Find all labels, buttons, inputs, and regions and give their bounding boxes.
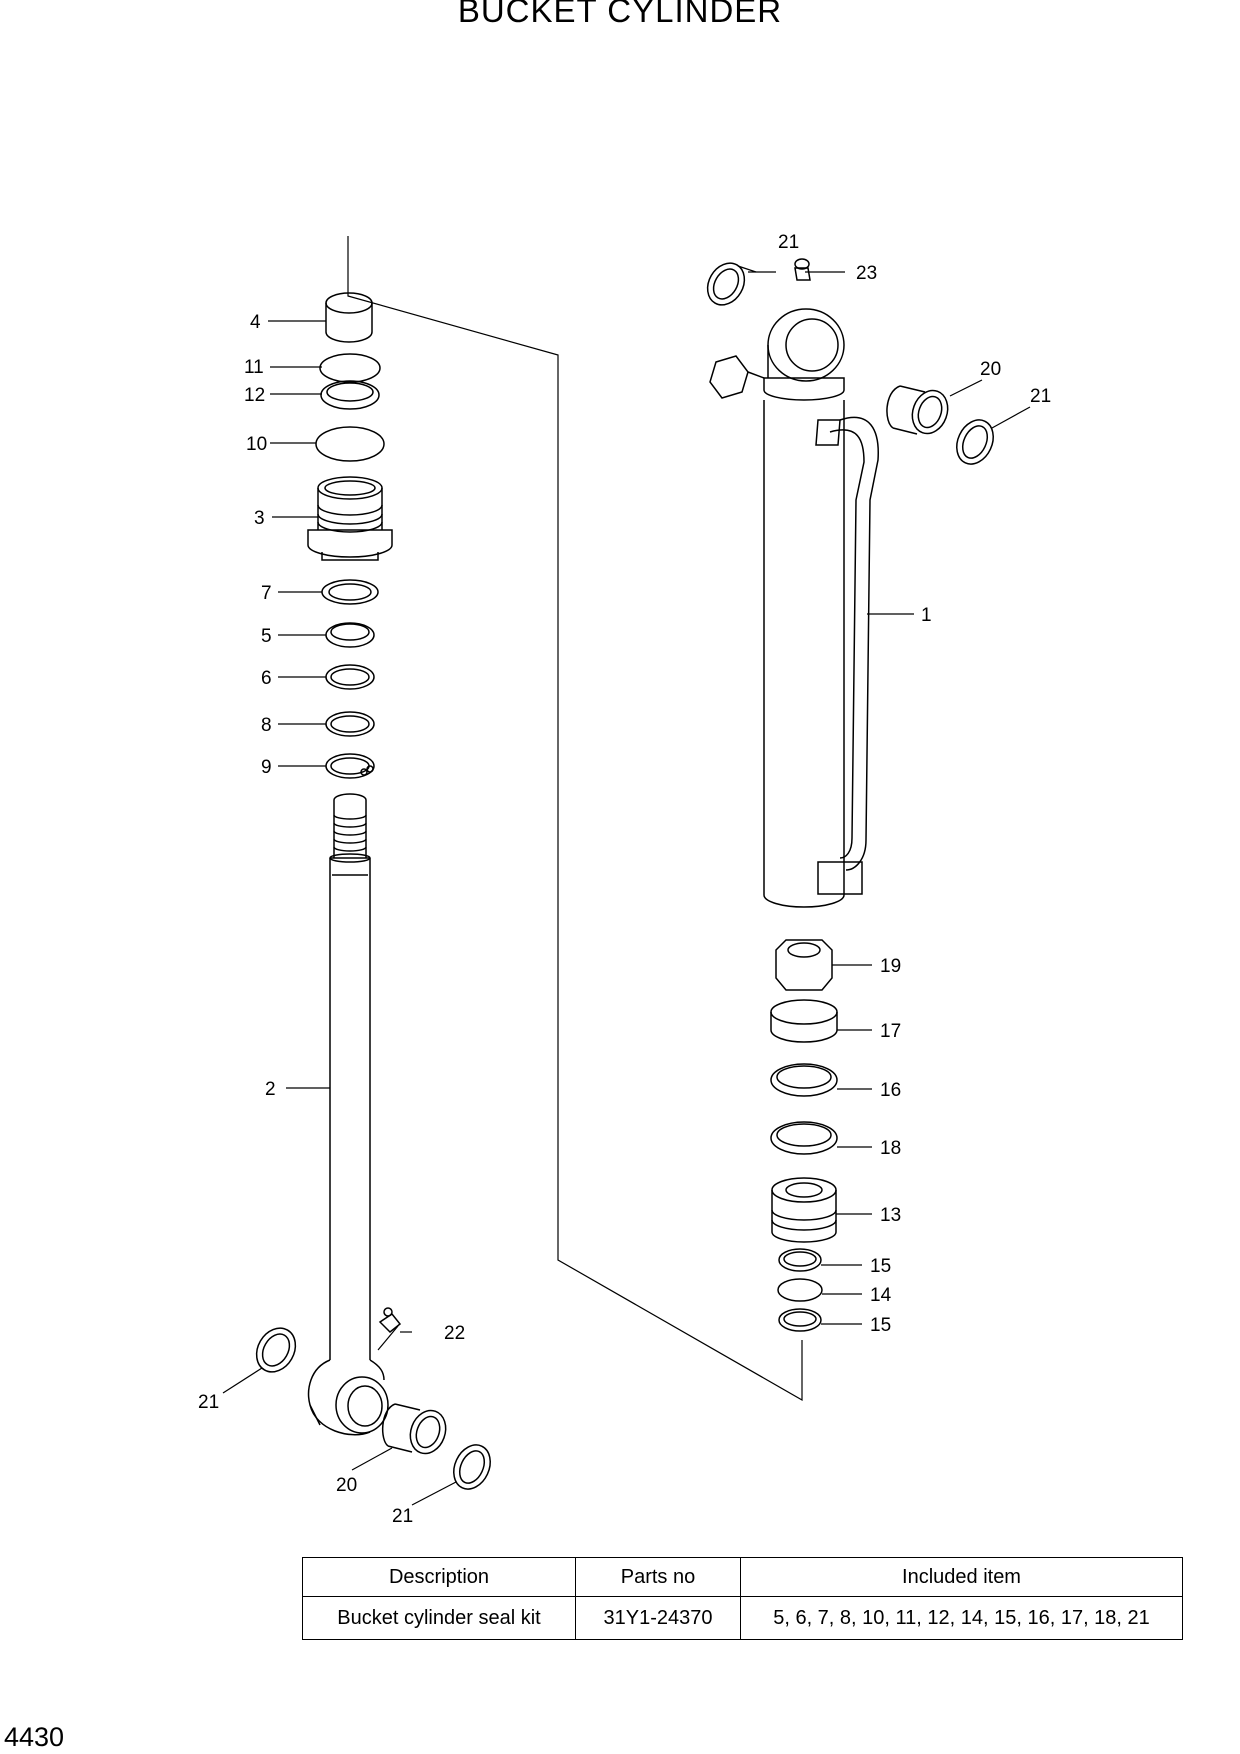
callout-23: 23 <box>856 263 877 284</box>
callout-18: 18 <box>880 1138 901 1159</box>
assembly-bracket <box>347 236 803 1402</box>
callout-numbers: 4 11 12 10 3 7 5 6 8 9 2 22 21 20 21 21 … <box>198 232 1051 1527</box>
callout-21-right-top: 21 <box>778 232 799 253</box>
part-21-dust-seal-left-upper <box>255 1327 297 1373</box>
header-description: Description <box>302 1557 576 1597</box>
part-14-o-ring <box>777 1278 823 1302</box>
callout-11: 11 <box>244 357 264 378</box>
part-21-dust-seal-right <box>956 419 994 465</box>
page-number: 4430 <box>4 1722 65 1752</box>
part-10-o-ring <box>315 426 385 462</box>
part-20-bushing-right <box>886 385 949 435</box>
callout-12: 12 <box>244 385 265 406</box>
part-9-snap-ring <box>325 753 375 779</box>
cell-parts-no: 31Y1-24370 <box>575 1596 741 1640</box>
callout-4: 4 <box>250 312 261 333</box>
callout-21-left-upper: 21 <box>198 1392 219 1413</box>
callout-3: 3 <box>254 508 265 529</box>
callout-16: 16 <box>880 1080 901 1101</box>
part-20-bushing-left <box>381 1403 447 1455</box>
part-22-grease-nipple <box>378 1307 402 1334</box>
seal-kit-table: Description Parts no Included item Bucke… <box>302 1557 1183 1640</box>
part-13-piston <box>771 1177 837 1243</box>
part-23-grease-nipple <box>794 258 811 281</box>
part-19-lock-nut <box>775 939 833 991</box>
header-parts-no: Parts no <box>575 1557 741 1597</box>
callout-9: 9 <box>261 757 272 778</box>
part-21-dust-seal-left-lower <box>453 1444 491 1490</box>
header-included-item: Included item <box>740 1557 1183 1597</box>
part-8-dust-wiper <box>325 711 375 737</box>
part-3-rod-cover <box>307 476 393 561</box>
page-title: BUCKET CYLINDER <box>457 0 783 29</box>
part-16-piston-seal <box>770 1063 838 1097</box>
part-17-wear-ring <box>770 999 838 1043</box>
part-4-bushing <box>325 292 373 343</box>
callout-17: 17 <box>880 1021 901 1042</box>
part-15-backup-ring-lower <box>778 1308 822 1332</box>
table-header-row: Description Parts no Included item <box>302 1557 1183 1597</box>
part-1-tube-assembly <box>709 308 879 908</box>
part-7-seal <box>321 579 379 605</box>
callout-7: 7 <box>261 583 272 604</box>
callout-22: 22 <box>444 1323 465 1344</box>
cell-description: Bucket cylinder seal kit <box>302 1596 576 1640</box>
part-2-piston-rod <box>307 793 389 1436</box>
callout-2: 2 <box>265 1079 276 1100</box>
part-15-backup-ring-upper <box>778 1248 822 1272</box>
callout-6: 6 <box>261 668 272 689</box>
part-5-seal <box>325 622 375 648</box>
part-11-o-ring <box>319 353 381 383</box>
cell-included-item: 5, 6, 7, 8, 10, 11, 12, 14, 15, 16, 17, … <box>740 1596 1183 1640</box>
callout-13: 13 <box>880 1205 901 1226</box>
leader-lines <box>222 265 1031 1506</box>
part-12-backup-ring <box>320 380 380 410</box>
part-18-dust-ring <box>770 1121 838 1155</box>
callout-21-left-lower: 21 <box>392 1506 413 1527</box>
part-21-dust-seal-right-top <box>706 262 746 306</box>
callout-15-upper: 15 <box>870 1256 891 1277</box>
callout-15-lower: 15 <box>870 1315 891 1336</box>
part-6-seal <box>325 664 375 690</box>
callout-20-left: 20 <box>336 1475 357 1496</box>
callout-14: 14 <box>870 1285 892 1306</box>
callout-1: 1 <box>921 605 932 626</box>
table-row: Bucket cylinder seal kit 31Y1-24370 5, 6… <box>302 1596 1183 1640</box>
callout-8: 8 <box>261 715 272 736</box>
callout-5: 5 <box>261 626 272 647</box>
callout-21-right: 21 <box>1030 386 1051 407</box>
callout-10: 10 <box>246 434 267 455</box>
callout-19: 19 <box>880 956 901 977</box>
callout-20-right: 20 <box>980 359 1001 380</box>
